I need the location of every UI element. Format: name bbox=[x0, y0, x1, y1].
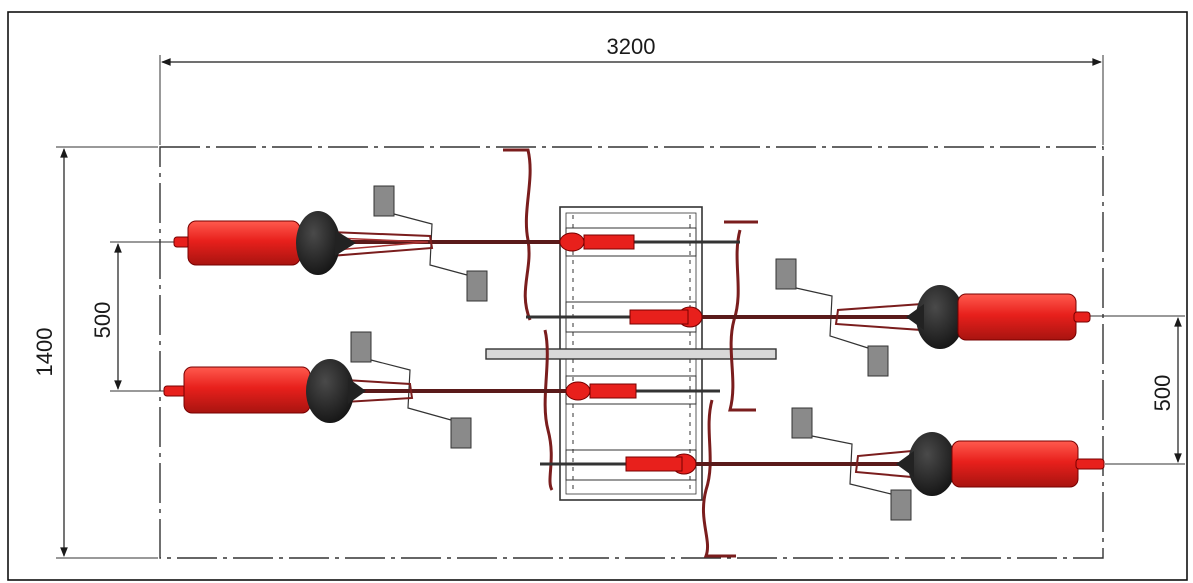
stand-cables bbox=[503, 148, 758, 558]
dimension-label-1400: 1400 bbox=[32, 328, 57, 377]
bike-1 bbox=[173, 211, 740, 275]
dimension-right-spacing: 500 bbox=[1090, 315, 1185, 465]
dimension-label-left-500: 500 bbox=[90, 302, 115, 339]
dimension-overall-width: 1400 bbox=[32, 146, 158, 559]
stand-blocks bbox=[350, 185, 912, 521]
bike-2 bbox=[163, 359, 720, 423]
bike-3 bbox=[526, 285, 1091, 349]
drawing-border bbox=[7, 11, 1188, 581]
dimension-label-right-500: 500 bbox=[1150, 375, 1175, 412]
dimension-overall-length: 3200 bbox=[159, 34, 1104, 145]
dimension-left-spacing: 500 bbox=[90, 241, 175, 392]
bike-4 bbox=[540, 432, 1105, 496]
footprint-outline bbox=[159, 146, 1104, 559]
dimension-label-3200: 3200 bbox=[607, 34, 656, 59]
